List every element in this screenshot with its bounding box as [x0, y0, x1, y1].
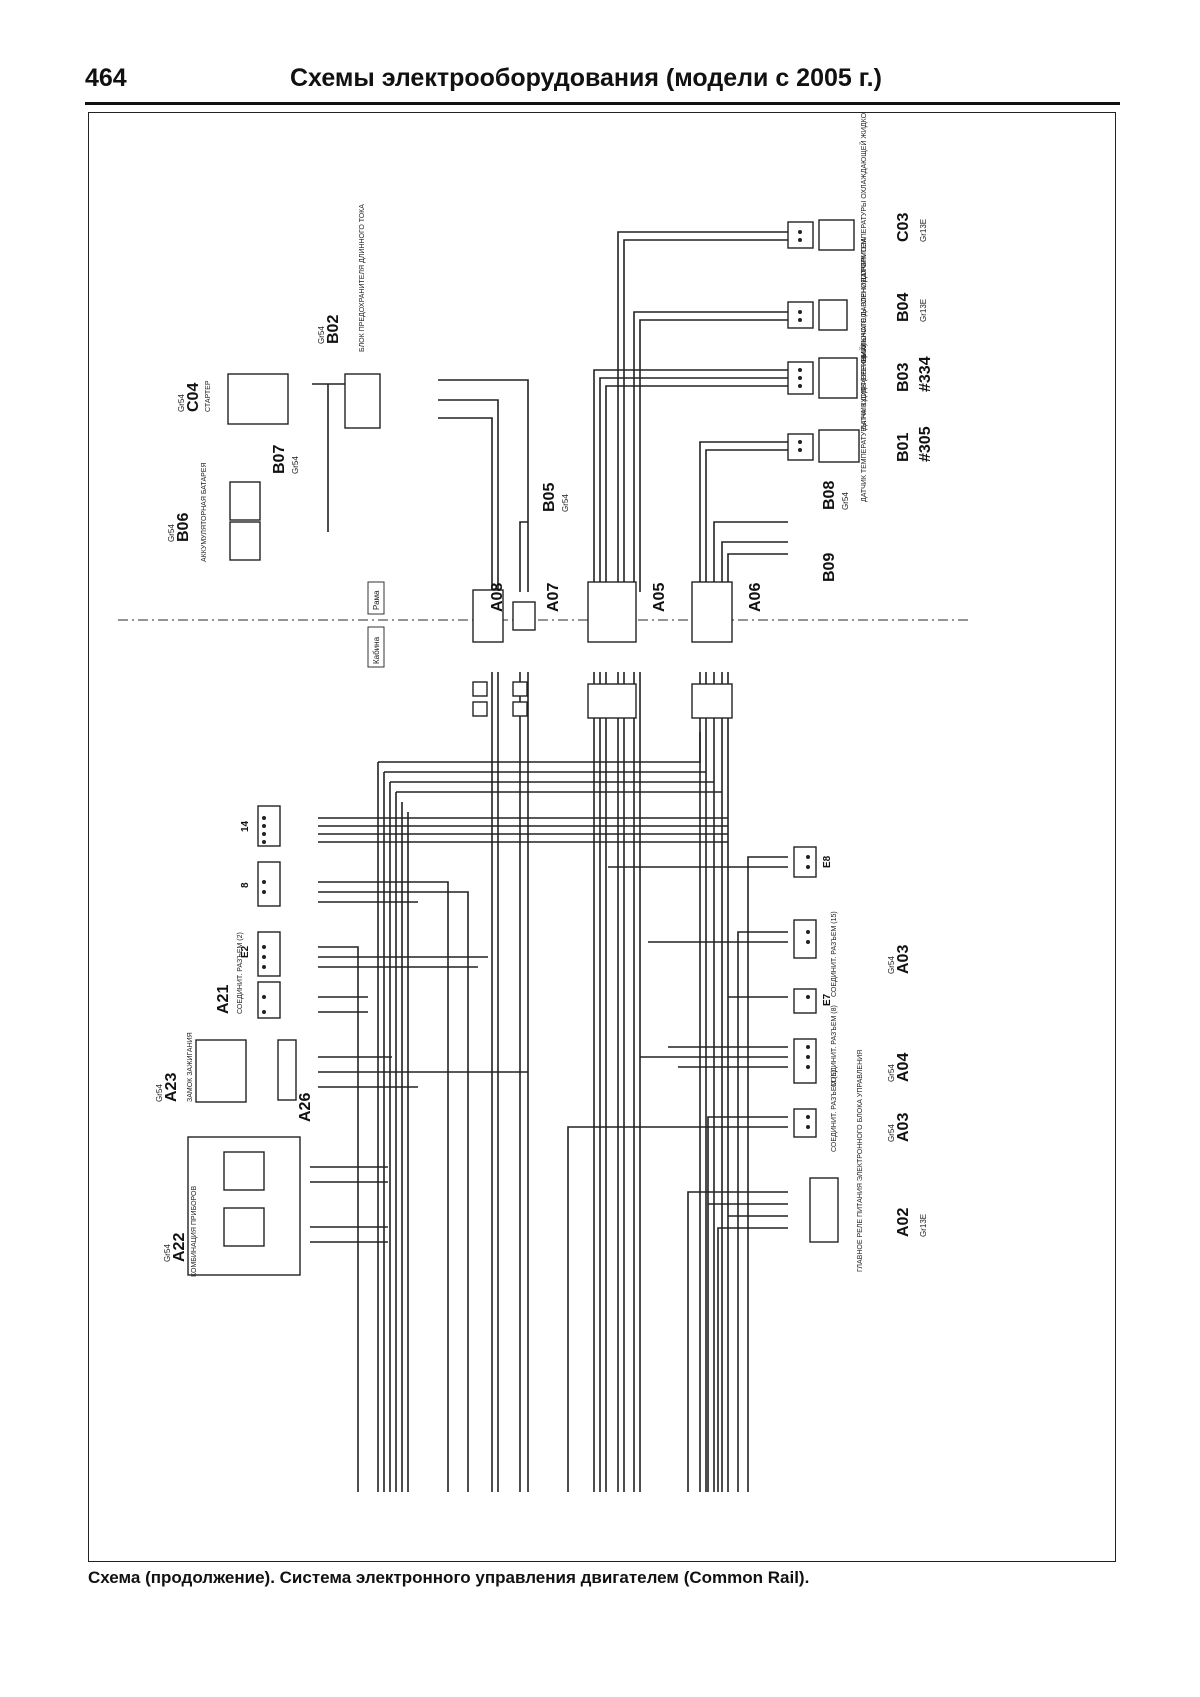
- label-a02: A02: [895, 1208, 912, 1237]
- desc-a21: СОЕДИНИТ. РАЗЪЕМ (2): [237, 932, 244, 1014]
- desc-a23: ЗАМОК ЗАЖИГАНИЯ: [187, 1032, 194, 1102]
- diagram-frame: [88, 112, 1116, 1562]
- desc-b01: ДАТЧИК ТЕМПЕРАТУРЫ НА ВХОДЕ (ВЕРХНИЙ): [859, 344, 868, 502]
- desc-b03: ДАТЧИК ДИФФЕРЕНЦИАЛЬНОГО ДАВЛЕНИЯ DPF: [861, 262, 868, 430]
- desc-a02: ГЛАВНОЕ РЕЛЕ ПИТАНИЯ ЭЛЕКТРОННОГО БЛОКА …: [857, 1050, 864, 1272]
- ref-b08: Gr54: [841, 492, 850, 510]
- label-b08: B08: [821, 481, 838, 510]
- label-a23: A23: [163, 1073, 180, 1102]
- component-refs: Gr13E Gr13E Gr54 Gr54 Gr54 Gr54 Gr54 Gr5…: [155, 219, 928, 1262]
- ref-a22: Gr54: [163, 1244, 172, 1262]
- ref-b07: Gr54: [291, 456, 300, 474]
- label-b04: B04: [895, 293, 912, 322]
- tag-14: 14: [240, 820, 251, 832]
- component-boxes: [187, 219, 860, 1276]
- label-a03-upper: A03: [895, 945, 912, 974]
- component-labels: C03 B04 B03 #334 B01 #305 B02 C04 B07 B0…: [163, 213, 934, 1262]
- desc-c03: ДАТЧИК ТЕМПЕРАТУРЫ ОХЛАЖДАЮЩЕЙ ЖИДКОСТИ: [859, 112, 868, 282]
- label-b03-ref: #334: [917, 356, 934, 392]
- ref-a04: Gr54: [887, 1064, 896, 1082]
- label-a08: A08: [489, 583, 506, 612]
- zone-frame: Рама: [372, 590, 381, 610]
- terminal-marks: [262, 230, 810, 1129]
- ref-b04: Gr13E: [919, 299, 928, 322]
- ref-a02: Gr13E: [919, 1214, 928, 1237]
- desc-a22: КОМБИНАЦИЯ ПРИБОРОВ: [191, 1186, 198, 1277]
- tag-e7: E7: [822, 993, 833, 1006]
- zone-labels: Рама Кабина: [367, 581, 385, 668]
- page-number: 464: [85, 64, 127, 92]
- label-a22: A22: [171, 1233, 188, 1262]
- label-a26: A26: [297, 1093, 314, 1122]
- label-a04: A04: [895, 1053, 912, 1082]
- page-header: 464 Схемы электрооборудования (модели с …: [85, 60, 1120, 105]
- label-a03-lower: A03: [895, 1113, 912, 1142]
- label-b09: B09: [821, 553, 838, 582]
- wiring-diagram: C03 B04 B03 #334 B01 #305 B02 C04 B07 B0…: [118, 112, 968, 1492]
- wires: [310, 231, 788, 1492]
- ref-b02: Gr54: [317, 326, 326, 344]
- label-b01-ref: #305: [917, 426, 934, 462]
- label-b01: B01: [895, 433, 912, 462]
- ref-a03-lower: Gr54: [887, 1124, 896, 1142]
- label-a05: A05: [651, 583, 668, 612]
- figure-caption: Схема (продолжение). Система электронног…: [88, 1568, 810, 1587]
- ref-c03: Gr13E: [919, 219, 928, 242]
- component-descriptions: ДАТЧИК ТЕМПЕРАТУРЫ ОХЛАЖДАЮЩЕЙ ЖИДКОСТИ …: [187, 112, 868, 1277]
- desc-a03-lower: СОЕДИНИТ. РАЗЪЕМ (5): [831, 1070, 838, 1152]
- page-title: Схемы электрооборудования (модели с 2005…: [290, 64, 882, 92]
- label-b03: B03: [895, 363, 912, 392]
- label-b05: B05: [541, 483, 558, 512]
- label-b02: B02: [325, 315, 342, 344]
- ref-a23: Gr54: [155, 1084, 164, 1102]
- ref-a03-upper: Gr54: [887, 956, 896, 974]
- label-a07: A07: [545, 583, 562, 612]
- zone-cab: Кабина: [372, 636, 381, 664]
- label-a21: A21: [215, 985, 232, 1014]
- ref-b05: Gr54: [561, 494, 570, 512]
- desc-b02: БЛОК ПРЕДОХРАНИТЕЛЯ ДЛИННОГО ТОКА: [359, 204, 366, 352]
- ref-b06: Gr54: [167, 524, 176, 542]
- ref-c04: Gr54: [177, 394, 186, 412]
- label-c04: C04: [185, 383, 202, 412]
- label-c03: C03: [895, 213, 912, 242]
- desc-c04: СТАРТЕР: [205, 380, 212, 412]
- label-b06: B06: [175, 513, 192, 542]
- tag-e8: E8: [822, 855, 833, 868]
- tag-e2: E2: [240, 945, 251, 958]
- desc-b06: АККУМУЛЯТОРНАЯ БАТАРЕЯ: [201, 462, 208, 562]
- tag-8: 8: [240, 882, 251, 888]
- desc-a03-upper: СОЕДИНИТ. РАЗЪЕМ (15): [831, 911, 838, 997]
- desc-b04: ВЫКЛЮЧАТЕЛЬ ГОРНОГО ТОРМОЗА: [861, 237, 868, 362]
- desc-a04: СОЕДИНИТ. РАЗЪЕМ (8): [831, 1005, 838, 1087]
- label-a06: A06: [747, 583, 764, 612]
- connector-tags: 14 8 E2 E8 E7: [240, 820, 833, 1006]
- label-b07: B07: [271, 445, 288, 474]
